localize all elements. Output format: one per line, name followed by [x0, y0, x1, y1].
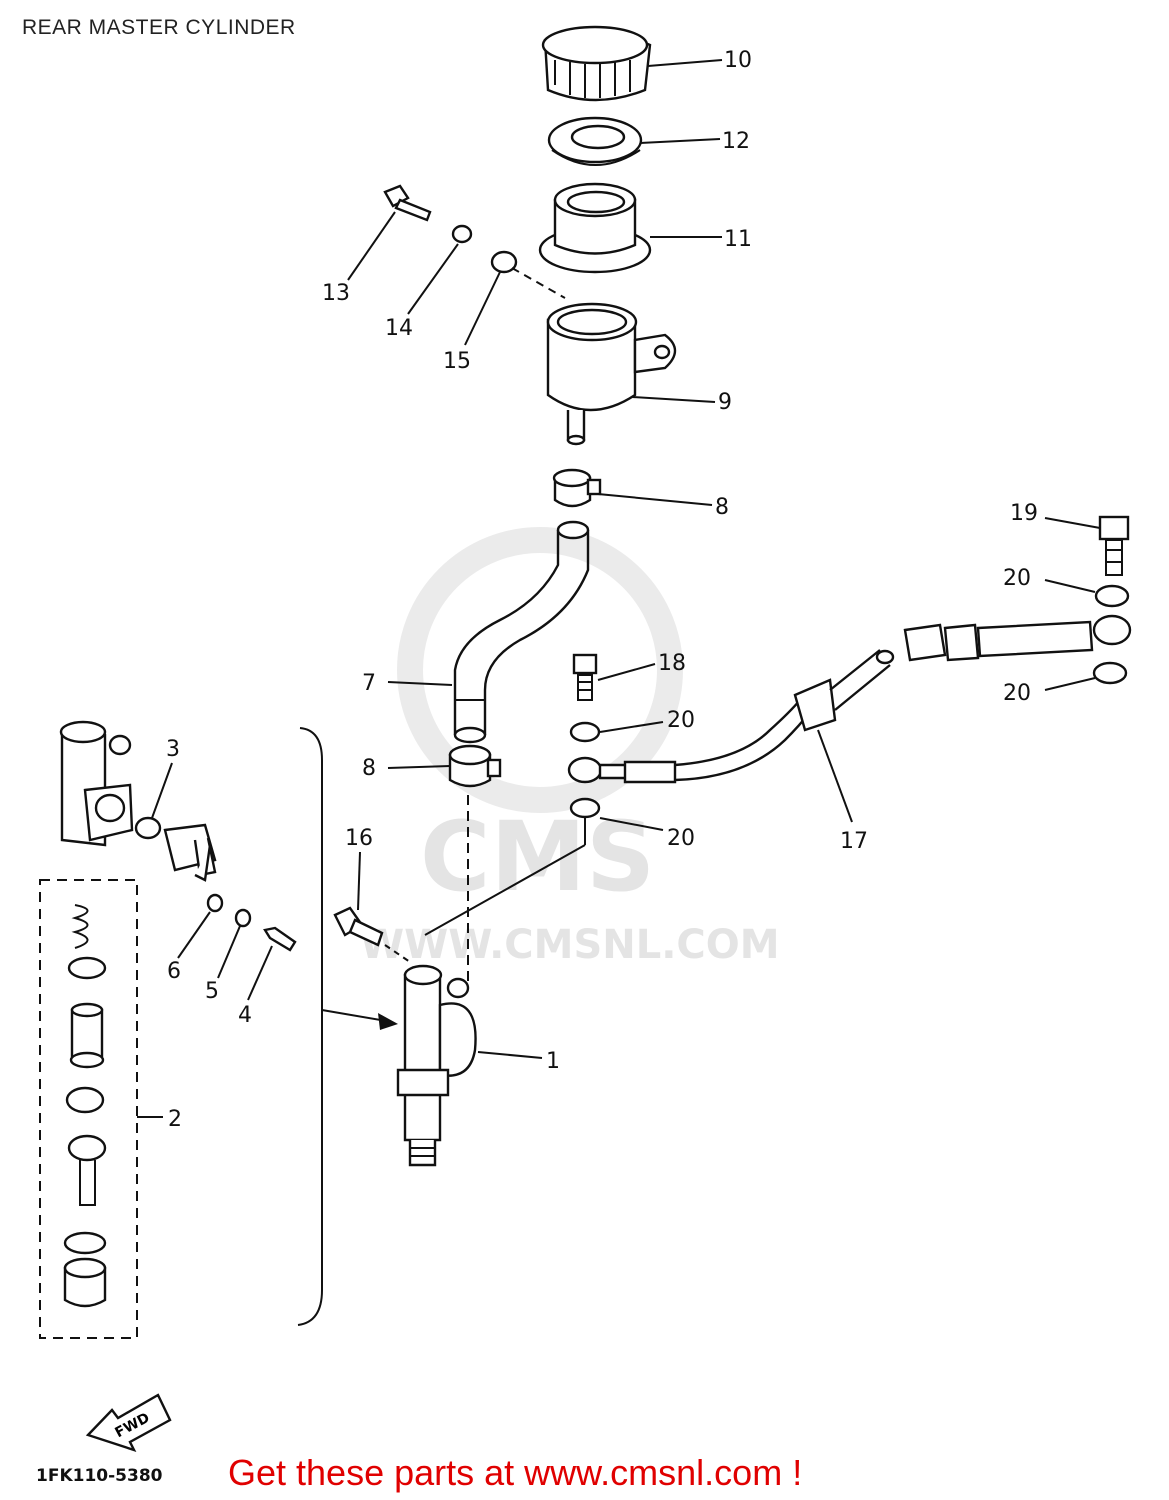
callout-11: 11 — [724, 227, 752, 252]
watermark-site: WWW.CMSNL.COM — [360, 922, 780, 968]
assembly-arrow-head — [378, 1013, 398, 1030]
part-washer-20-d — [1092, 661, 1128, 685]
part-hose — [453, 520, 590, 744]
callout-14: 14 — [385, 316, 413, 341]
part-cylinder-housing — [59, 720, 134, 847]
part-hose-fitting-right — [903, 614, 1132, 662]
page-title: REAR MASTER CYLINDER — [22, 16, 296, 39]
part-reservoir — [546, 302, 677, 446]
callout-8-lower: 8 — [362, 756, 376, 781]
part-washer-20-a — [569, 721, 601, 743]
watermark: CMS WWW.CMSNL.COM — [360, 527, 780, 968]
part-washer-5 — [234, 908, 252, 928]
part-screw-4 — [263, 926, 297, 952]
part-hose-joint — [163, 823, 217, 882]
callout-3: 3 — [166, 737, 180, 762]
callout-20-a: 20 — [667, 708, 695, 733]
part-diaphragm-plate — [547, 116, 643, 166]
part-brake-hose — [567, 649, 895, 784]
callout-12: 12 — [722, 129, 750, 154]
callout-1: 1 — [546, 1049, 560, 1074]
fwd-arrow: FWD — [85, 1393, 172, 1453]
callout-8-upper: 8 — [715, 495, 729, 520]
callout-2: 2 — [168, 1107, 182, 1132]
callout-19: 19 — [1010, 501, 1038, 526]
part-bolt-16 — [333, 906, 384, 947]
watermark-brand: CMS — [420, 801, 655, 913]
part-clip-upper — [552, 468, 602, 508]
callout-7: 7 — [362, 671, 376, 696]
part-cap — [541, 25, 652, 102]
part-clip-lower — [448, 744, 502, 788]
promo-link[interactable]: Get these parts at www.cmsnl.com ! — [228, 1452, 803, 1493]
part-collar-14 — [451, 224, 473, 244]
callout-4: 4 — [238, 1003, 252, 1028]
part-bolt-13 — [383, 184, 432, 222]
part-washer-6 — [206, 893, 224, 913]
callout-10: 10 — [724, 48, 752, 73]
part-union-bolt-19 — [1098, 515, 1130, 576]
callouts: 10 12 11 13 14 15 9 8 19 20 18 7 20 20 3… — [166, 48, 1038, 1132]
callout-13: 13 — [322, 281, 350, 306]
part-grommet-15 — [490, 250, 518, 274]
callout-6: 6 — [167, 959, 181, 984]
part-washer-20-b — [569, 797, 601, 819]
callout-18: 18 — [658, 651, 686, 676]
assembly-bracket — [297, 727, 323, 1326]
diagram-code: 1FK110-5380 — [36, 1466, 163, 1486]
part-master-cylinder — [396, 964, 477, 1167]
callout-20-d: 20 — [1003, 681, 1031, 706]
part-diaphragm — [538, 182, 652, 274]
part-o-ring-3 — [134, 816, 162, 840]
leader-lines — [137, 59, 1101, 1118]
part-union-bolt-18 — [572, 653, 598, 701]
part-piston-kit — [63, 904, 107, 1308]
piston-kit-box — [39, 879, 138, 1339]
part-washer-20-c — [1094, 584, 1130, 608]
callout-16: 16 — [345, 826, 373, 851]
callout-20-b: 20 — [667, 826, 695, 851]
callout-15: 15 — [443, 349, 471, 374]
callout-17: 17 — [840, 829, 868, 854]
callout-5: 5 — [205, 979, 219, 1004]
callout-9: 9 — [718, 390, 732, 415]
callout-20-c: 20 — [1003, 566, 1031, 591]
